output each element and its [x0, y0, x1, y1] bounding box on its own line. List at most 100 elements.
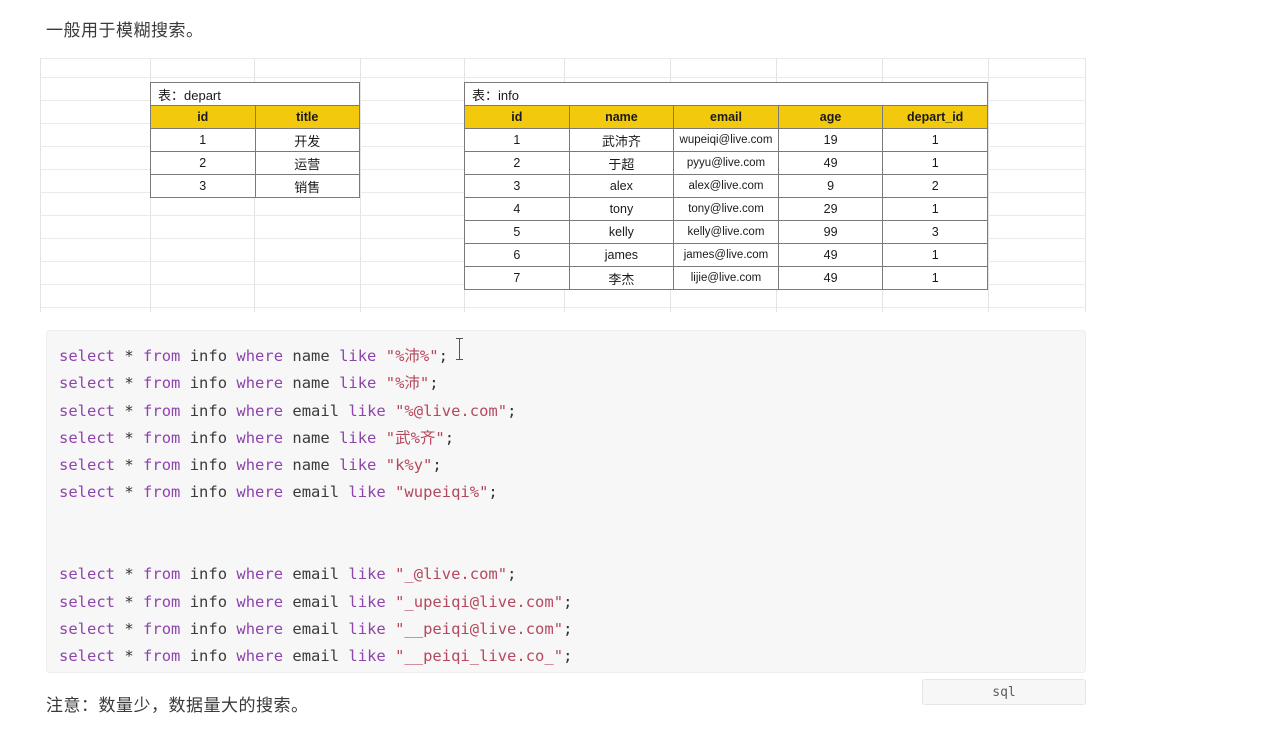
code-token-op: ;: [563, 647, 573, 666]
code-line: select * from info where name like "武%齐"…: [59, 425, 1085, 452]
column-header-email: email: [673, 105, 779, 129]
code-token-op: [386, 483, 395, 501]
code-token-str: "_upeiqi@live.com": [395, 592, 564, 611]
code-token-op: [330, 374, 339, 392]
code-token-op: [134, 620, 143, 638]
code-token-op: [330, 429, 339, 447]
table-caption-row: 表：depart: [150, 82, 360, 106]
table-cell: 运营: [254, 151, 360, 175]
code-token-op: [339, 647, 348, 665]
code-token-op: [180, 483, 189, 501]
code-token-kw: from: [143, 428, 181, 447]
column-header-id: id: [150, 105, 256, 129]
table-cell: 3: [882, 220, 988, 244]
code-token-kw: like: [339, 347, 377, 365]
code-token-op: [330, 347, 339, 365]
code-token-op: [227, 647, 236, 665]
table-cell: kelly@live.com: [673, 220, 779, 244]
grid-row-line: [40, 58, 1086, 59]
code-token-op: [283, 402, 292, 420]
table-cell: 99: [777, 220, 884, 244]
table-cell: 49: [777, 243, 884, 267]
table-cell: james@live.com: [673, 243, 779, 267]
table-cell: 9: [777, 174, 884, 198]
code-token-id: email: [292, 619, 340, 638]
code-blank-line: [59, 507, 1085, 534]
text-caret-icon: [456, 338, 463, 360]
code-token-op: [339, 402, 348, 420]
code-token-op: [134, 593, 143, 611]
code-token-kw: where: [236, 592, 284, 611]
code-blank-line: [59, 534, 1085, 561]
code-token-kw: from: [143, 619, 181, 638]
code-token-kw: like: [339, 456, 377, 475]
code-token-kw: select: [59, 647, 115, 666]
code-token-op: [115, 483, 124, 501]
code-token-op: [134, 483, 143, 501]
table-cell: 2: [464, 151, 570, 175]
code-token-kw: where: [236, 565, 284, 584]
code-token-kw: like: [348, 619, 386, 638]
code-token-op: [134, 347, 143, 365]
code-token-op: [339, 483, 348, 501]
code-token-op: [115, 374, 124, 392]
code-line: select * from info where email like "%@l…: [59, 398, 1085, 425]
code-token-op: [180, 456, 189, 474]
code-token-kw: where: [236, 483, 284, 502]
table-cell: 1: [882, 243, 988, 267]
code-line: select * from info where email like "_up…: [59, 589, 1085, 616]
code-token-op: *: [124, 592, 134, 611]
code-token-op: [115, 565, 124, 583]
code-token-op: ;: [432, 456, 442, 475]
code-line: select * from info where name like "k%y"…: [59, 452, 1085, 479]
code-token-kw: from: [143, 347, 181, 365]
code-token-op: [283, 429, 292, 447]
code-token-kw: select: [59, 565, 115, 584]
code-token-op: [283, 620, 292, 638]
sql-code-block[interactable]: select * from info where name like "%沛%"…: [46, 330, 1086, 673]
table-cell: 武沛齐: [568, 128, 675, 152]
code-token-kw: select: [59, 374, 115, 393]
code-token-kw: where: [236, 347, 284, 365]
table-cell: tony@live.com: [673, 197, 779, 221]
column-header-age: age: [777, 105, 884, 129]
code-token-kw: where: [236, 619, 284, 638]
code-line: select * from info where name like "%沛%"…: [59, 343, 1085, 370]
code-token-kw: from: [143, 483, 181, 502]
code-token-op: [227, 593, 236, 611]
code-token-op: *: [124, 347, 134, 365]
code-token-op: *: [124, 456, 134, 475]
code-token-op: [180, 593, 189, 611]
code-token-op: [283, 593, 292, 611]
code-token-op: *: [124, 619, 134, 638]
code-token-op: [283, 347, 292, 365]
code-token-kw: from: [143, 647, 181, 666]
code-token-id: info: [189, 428, 228, 447]
code-token-op: [180, 402, 189, 420]
code-token-op: [227, 402, 236, 420]
code-token-op: [134, 402, 143, 420]
code-token-id: info: [189, 565, 228, 584]
code-token-str: "wupeiqi%": [395, 483, 489, 502]
code-token-id: name: [292, 347, 330, 365]
code-token-op: [386, 565, 395, 583]
code-token-op: [134, 374, 143, 392]
code-token-op: [134, 456, 143, 474]
code-token-op: [386, 593, 395, 611]
code-token-op: ;: [429, 374, 439, 393]
code-token-str: "__peiqi_live.co_": [395, 647, 564, 666]
table-cell: 3: [150, 174, 256, 198]
code-token-kw: from: [143, 456, 181, 475]
table-cell: 2: [882, 174, 988, 198]
code-token-op: [227, 456, 236, 474]
code-token-op: *: [124, 565, 134, 584]
code-token-id: info: [189, 647, 228, 666]
column-header-id: id: [464, 105, 570, 129]
code-token-kw: select: [59, 456, 115, 475]
code-token-op: [134, 429, 143, 447]
table-cell: 李杰: [568, 266, 675, 290]
code-token-op: [376, 456, 385, 474]
